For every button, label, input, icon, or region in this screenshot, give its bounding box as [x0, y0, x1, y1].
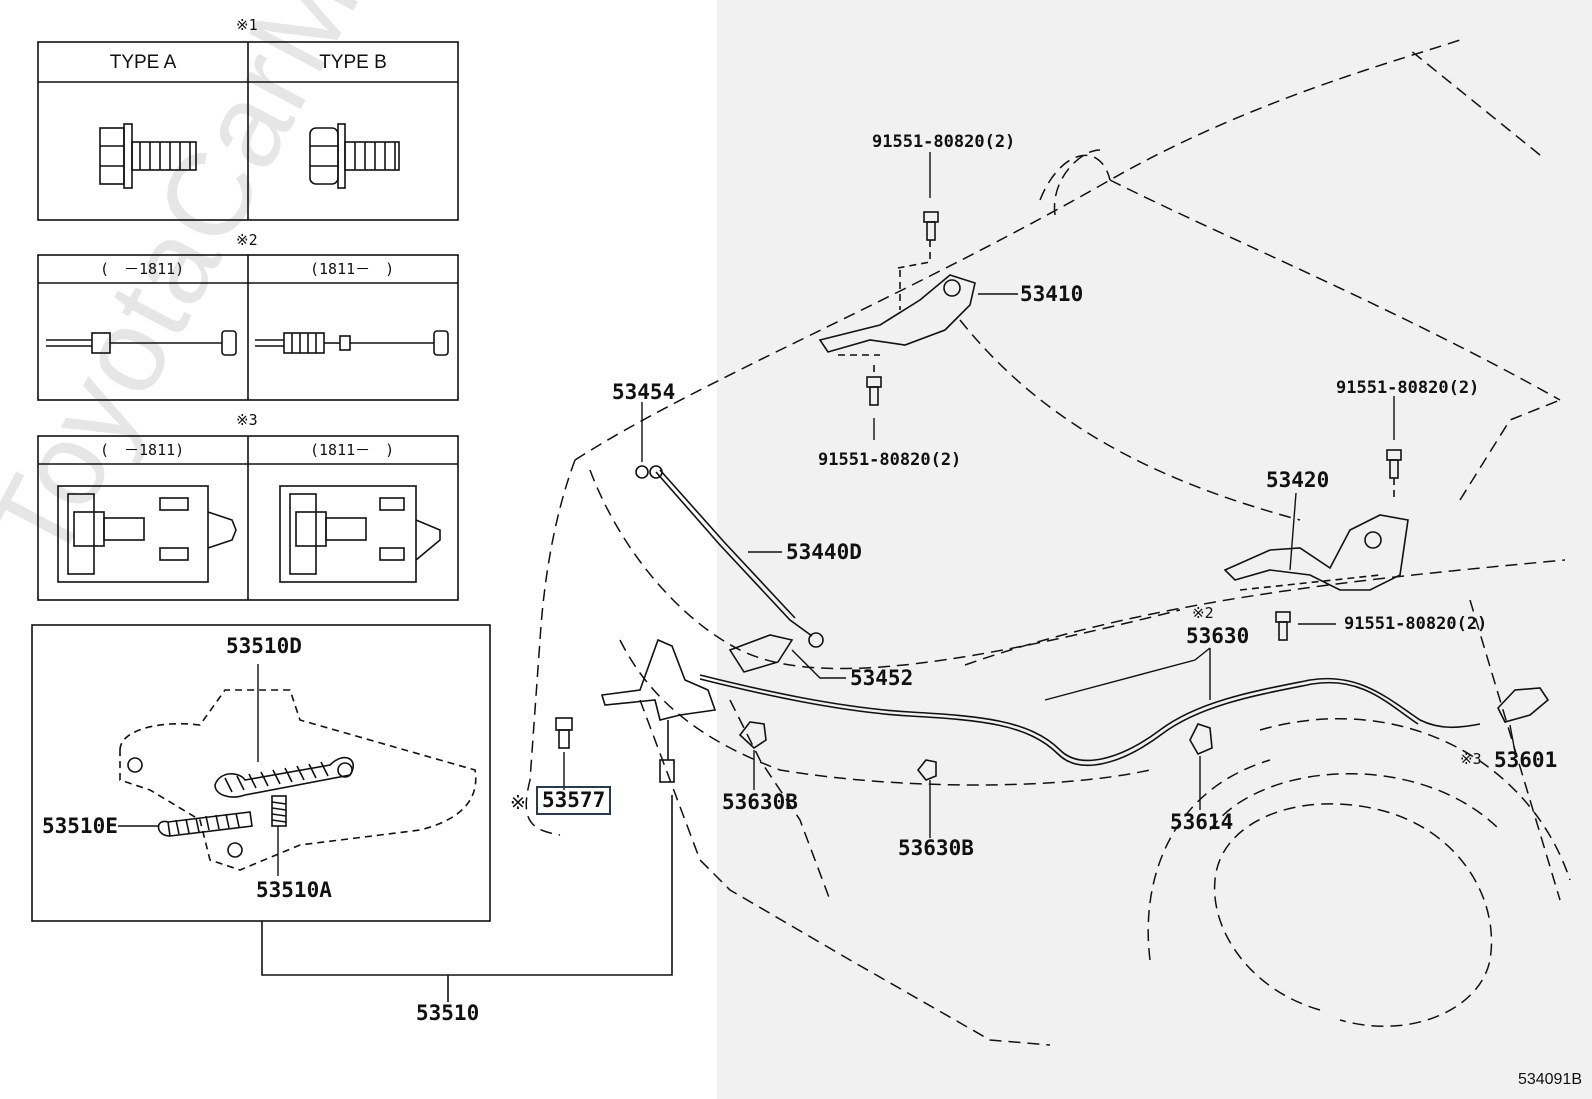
callout-53410: 53410 [1020, 282, 1084, 306]
connector-old-icon [57, 485, 237, 583]
callout-53510D: 53510D [226, 634, 302, 658]
inset-note1-mark: ※1 [236, 16, 258, 34]
bolt-91551-icon [555, 211, 1402, 749]
cable-end-old-icon [46, 330, 237, 356]
diagram-background-panel [717, 0, 1592, 1099]
inset-note2-frame [37, 254, 459, 401]
inset-note3-col-b: (1811－ ) [310, 441, 395, 459]
hood-lock-inset-frame [31, 624, 491, 922]
connector-new-icon [279, 485, 441, 583]
callout-53420: 53420 [1266, 468, 1330, 492]
inset-note1-col-a: TYPE A [109, 52, 177, 73]
callout-53630B-left: 53630B [722, 790, 798, 814]
callout-53577-mark: ※ [510, 792, 526, 814]
inset-note2-mark: ※2 [236, 231, 258, 249]
callout-53601-mark: ※3 [1460, 750, 1482, 768]
inset-note3-col-a: ( －1811) [100, 441, 185, 459]
callout-91551-top: 91551-80820(2) [872, 132, 1016, 152]
figure-code: 534091B [1517, 1071, 1582, 1088]
clamp-53614-icon [1189, 723, 1213, 756]
callout-91551-left: 91551-80820(2) [818, 450, 962, 470]
cable-and-rods [649, 465, 1481, 767]
spring-53510E-icon [157, 811, 253, 837]
clip-53454-icon [635, 465, 649, 479]
inset-note3-frame [37, 435, 459, 601]
inset-note3-mark: ※3 [236, 411, 258, 429]
callout-53510A: 53510A [256, 878, 332, 902]
callout-53454: 53454 [612, 380, 676, 404]
hood-support-rod [655, 471, 813, 637]
spring-53510A-icon [271, 795, 287, 827]
callout-53510E: 53510E [42, 814, 118, 838]
release-cable-53630 [699, 674, 1481, 762]
callout-53630: 53630 [1186, 624, 1250, 648]
inset-note2-col-b: (1811－ ) [310, 260, 395, 278]
callout-53601: 53601 [1494, 748, 1558, 772]
callout-91551-right-bottom: 91551-80820(2) [1344, 614, 1488, 634]
hood-lock-icon [600, 638, 717, 783]
clip-53630B-icon [738, 721, 937, 781]
callout-53440D: 53440D [786, 540, 862, 564]
inset-note2-col-a: ( －1811) [100, 260, 185, 278]
car-body-outline [525, 39, 1571, 1046]
callout-53614: 53614 [1170, 810, 1234, 834]
type-b-bolt-icon [309, 123, 400, 189]
hinge-53410-icon [818, 270, 976, 356]
release-lever-53601-icon [1497, 687, 1550, 723]
bracket-53452-icon [728, 634, 794, 673]
type-a-bolt-icon [99, 123, 197, 189]
inset-note1-col-b: TYPE B [319, 52, 387, 73]
spring-53510D-icon [214, 756, 354, 798]
callout-53630-mark: ※2 [1192, 604, 1214, 622]
callout-91551-right-top: 91551-80820(2) [1336, 378, 1480, 398]
hinge-53420-icon [1223, 514, 1409, 591]
callout-53630B-bottom: 53630B [898, 836, 974, 860]
leader-lines [118, 152, 1516, 876]
bracket-53510-leader [261, 795, 673, 976]
callout-53452: 53452 [850, 666, 914, 690]
inset-note1-frame [37, 41, 459, 221]
callout-53577: 53577 [536, 786, 612, 815]
callout-53510: 53510 [416, 1001, 480, 1025]
cable-end-new-icon [255, 330, 449, 356]
